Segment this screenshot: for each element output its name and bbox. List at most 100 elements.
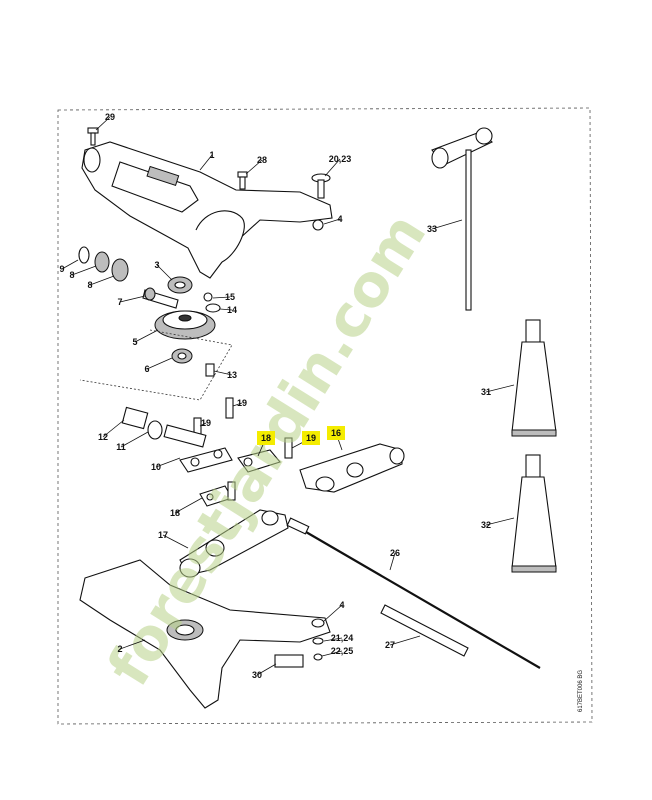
callout-leader-line	[199, 422, 207, 427]
part-bevel-gear-5	[154, 310, 216, 340]
part-rod-27	[380, 604, 469, 657]
diagram-frame	[57, 107, 593, 725]
callout-label: 26	[390, 548, 400, 558]
part-pinion-7	[142, 287, 179, 309]
part-pin-lower	[227, 481, 236, 501]
callout-leader-line	[119, 295, 146, 303]
callout-leader-line	[256, 663, 277, 676]
callout-leader-line	[174, 497, 203, 514]
callout-label: 18	[170, 508, 180, 518]
callout-leader-line	[389, 552, 396, 571]
callout-leader-line	[323, 637, 343, 642]
callout-leader-line	[389, 635, 421, 646]
callout-leader-line	[199, 154, 213, 171]
assembly-guide-dashed	[79, 329, 233, 401]
part-tube-31	[511, 319, 557, 437]
callout-leader-line	[71, 265, 97, 276]
callout-leader-line	[134, 329, 159, 343]
callout-label: 3	[154, 260, 159, 270]
callout-leader-line	[485, 384, 515, 393]
part-nut-4-top	[312, 219, 324, 231]
callout-leader-line	[321, 650, 343, 657]
callout-leader-line	[162, 534, 189, 549]
callout-leader-line	[120, 431, 149, 448]
part-pin-19a	[225, 397, 234, 419]
callout-leader-line	[431, 219, 463, 230]
callout-leader-line	[485, 517, 515, 526]
callout-leaders	[61, 116, 515, 676]
callout-label: 8	[87, 280, 92, 290]
part-bolt-20-23	[311, 173, 331, 199]
callout-label: 9	[59, 264, 64, 274]
callout-leader-line	[146, 357, 173, 370]
callout-label: 19	[237, 398, 247, 408]
callout-label: 19	[306, 433, 316, 443]
callout-label: 32	[481, 520, 491, 530]
part-gear-housing	[81, 141, 333, 279]
part-plate-30	[274, 654, 304, 668]
part-screw-28	[237, 171, 248, 190]
callout-label: 15	[225, 292, 235, 302]
callout-leader-line	[119, 639, 146, 650]
part-wrench-33	[431, 127, 494, 311]
part-tube-32	[511, 454, 557, 573]
callout-label: 31	[481, 387, 491, 397]
part-nut-22-25	[313, 653, 323, 661]
callout-leader-line	[219, 308, 233, 311]
callout-leader-line	[156, 264, 173, 281]
part-cable-26	[286, 517, 541, 669]
callout-label: 2	[117, 644, 122, 654]
part-washer-15	[203, 292, 213, 302]
part-lever-17	[179, 509, 289, 578]
callout-leader-line	[324, 158, 341, 177]
callout-label: 4	[339, 600, 344, 610]
callout-leader-line	[89, 275, 115, 286]
callout-label: 13	[227, 370, 237, 380]
callout-label: 28	[257, 155, 267, 165]
callout-label: 8	[69, 270, 74, 280]
callout-label: 21,24	[331, 633, 354, 643]
callout-label: 22,25	[331, 646, 354, 656]
callout-label: 4	[337, 214, 342, 224]
part-lever-16	[299, 443, 405, 493]
callout-label: 33	[427, 224, 437, 234]
part-washer-21-24	[312, 637, 324, 645]
part-nut-4-bottom	[311, 618, 325, 628]
callout-label: 16	[331, 428, 341, 438]
callout-highlight	[257, 431, 275, 445]
part-screw-29	[87, 127, 99, 146]
callout-label: 20,23	[329, 154, 352, 164]
callout-label: 19	[201, 418, 211, 428]
callout-leader-line	[232, 402, 243, 407]
part-pin-13	[205, 363, 215, 377]
callout-leader-line	[213, 370, 233, 376]
callout-highlight	[327, 426, 345, 440]
part-lower-housing-2	[79, 559, 331, 709]
callout-leader-line	[245, 159, 263, 175]
callout-leader-line	[61, 259, 79, 270]
callout-highlight	[302, 431, 320, 445]
callout-leader-line	[95, 116, 111, 131]
callout-label: 27	[385, 640, 395, 650]
callout-leader-line	[212, 296, 231, 299]
callout-label: 1	[209, 150, 214, 160]
callout-label: 5	[132, 337, 137, 347]
part-bearing-stack	[78, 246, 129, 282]
callout-label: 7	[117, 297, 122, 307]
part-lever-10	[163, 424, 233, 473]
callout-label: 17	[158, 530, 168, 540]
part-bearing-3	[167, 276, 193, 294]
callout-leader-line	[323, 604, 343, 622]
callout-label: 30	[252, 670, 262, 680]
callout-leader-line	[102, 419, 125, 438]
part-sleeve-12	[121, 406, 149, 430]
callout-leader-line	[155, 457, 181, 468]
callout-label: 18	[261, 433, 271, 443]
callout-label: 11	[116, 442, 126, 452]
callout-label: 12	[98, 432, 108, 442]
part-bearing-6	[171, 348, 193, 364]
callout-label: 29	[105, 112, 115, 122]
callout-label: 10	[151, 462, 161, 472]
